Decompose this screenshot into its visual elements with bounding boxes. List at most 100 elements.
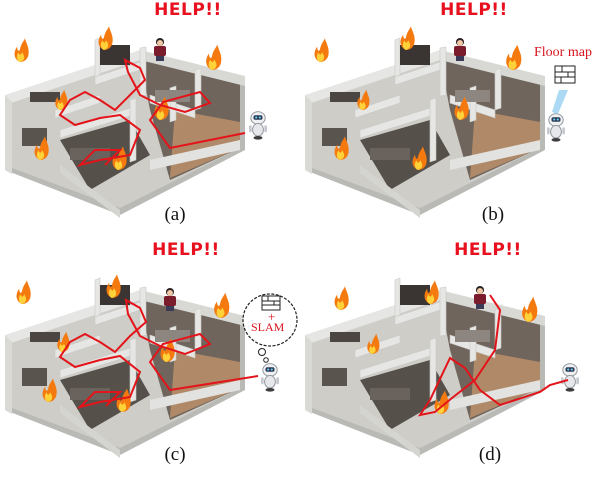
thought-bubble (242, 293, 298, 363)
interior-wall (194, 67, 202, 111)
floor-plan-illustration (305, 26, 576, 218)
furniture (400, 285, 430, 305)
floor-map-icon (261, 295, 281, 311)
caption: (c) (164, 444, 186, 465)
caption: (d) (478, 444, 502, 465)
exploration-path (58, 298, 259, 409)
bed (370, 388, 410, 400)
slam-label: SLAM (251, 320, 285, 334)
panel-b: HELP!! Floor map (b) (300, 0, 600, 240)
bed (455, 90, 490, 102)
fire-icon (214, 292, 230, 318)
robot-icon (261, 363, 279, 392)
floor-plan-illustration (5, 274, 298, 458)
interior-wall (354, 94, 401, 119)
fire-icon (14, 38, 29, 62)
fire-icon (314, 38, 329, 62)
fire-icon (412, 146, 427, 170)
fire-icon (357, 89, 370, 110)
fire-icon (55, 89, 68, 110)
floor-map-label: Floor map (534, 45, 592, 60)
trapped-person-icon (474, 286, 486, 309)
fire-icon (400, 26, 415, 50)
fire-icon (116, 388, 131, 412)
interior-wall (394, 37, 401, 78)
front-wall (450, 140, 540, 170)
floor-map-icon (554, 65, 576, 84)
robot-icon (547, 113, 565, 142)
trapped-person-icon (154, 38, 166, 61)
sofa (30, 92, 60, 102)
interior-wall (494, 67, 502, 111)
interior-wall (94, 37, 101, 78)
fire-icon (16, 280, 31, 304)
interior-wall (54, 94, 101, 119)
interior-wall (359, 107, 431, 139)
sofa (330, 332, 360, 342)
side-wall (305, 335, 312, 414)
fire-icon (112, 146, 127, 170)
interior-wall (194, 307, 202, 351)
front-wall (450, 380, 540, 410)
floor-plan-illustration (305, 277, 579, 458)
interior-wall (394, 301, 441, 326)
direct-rescue-path (417, 294, 569, 417)
sofa (22, 128, 47, 146)
panel-a: HELP!! (a) (0, 0, 300, 240)
bed (155, 330, 190, 342)
interior-wall (359, 347, 431, 379)
furniture (400, 45, 430, 65)
fire-icon (334, 136, 349, 160)
fire-icon (367, 333, 380, 354)
sofa (330, 92, 360, 102)
panel-d: HELP!! (d) (300, 240, 600, 480)
fire-icon (206, 44, 222, 70)
plus-sign: + (268, 309, 276, 324)
front-wall (360, 405, 420, 458)
interior-wall (94, 277, 101, 318)
help-text: HELP!! (454, 240, 522, 260)
fire-icon (34, 136, 49, 160)
back-wall (440, 50, 545, 86)
side-wall (5, 95, 12, 174)
trapped-person-icon (454, 38, 466, 61)
floor-plan-illustration (5, 26, 267, 218)
robot-icon (561, 363, 579, 392)
panel-c: HELP!! + SLAM (c) (0, 240, 300, 480)
front-wall (360, 165, 420, 218)
bed (455, 330, 490, 342)
interior-wall (439, 46, 447, 97)
interior-wall (394, 61, 441, 86)
back-wall (140, 50, 245, 86)
fire-icon (42, 378, 57, 402)
fire-icon (522, 296, 538, 322)
sofa (322, 128, 347, 146)
front-wall (60, 165, 120, 218)
side-wall (305, 95, 312, 174)
fire-icon (106, 274, 121, 298)
interior-wall (429, 337, 437, 403)
sofa (30, 332, 60, 342)
fire-icon (160, 338, 175, 362)
furniture (100, 45, 130, 65)
trapped-person-icon (164, 288, 176, 311)
caption: (b) (481, 204, 505, 225)
fire-icon (98, 26, 113, 50)
interior-wall (439, 286, 447, 337)
sofa (322, 368, 347, 386)
fire-icon (424, 280, 439, 304)
interior-wall (429, 97, 437, 163)
side-wall (5, 335, 12, 414)
back-wall (440, 290, 545, 326)
sofa (22, 368, 47, 386)
fire-icon (454, 96, 469, 120)
caption: (a) (164, 204, 186, 225)
interior-wall (394, 277, 401, 318)
scan-beam (552, 90, 568, 114)
exploration-path (58, 58, 246, 167)
help-text: HELP!! (152, 240, 220, 260)
front-wall (150, 140, 240, 170)
bed (370, 148, 410, 160)
front-wall (150, 380, 240, 410)
robot-icon (249, 111, 267, 140)
